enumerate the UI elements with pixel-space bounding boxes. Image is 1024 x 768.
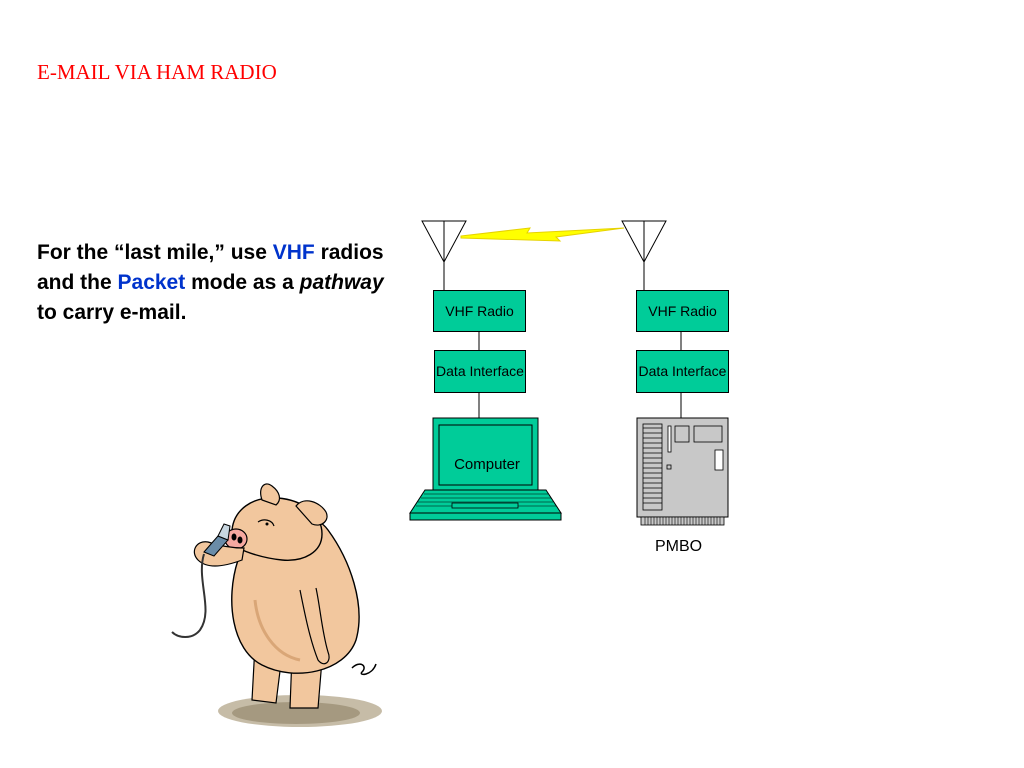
laptop-computer-icon (409, 417, 562, 521)
connector-lines (478, 332, 682, 418)
body-text-part1: For the “last mile,” use (37, 241, 273, 264)
left-vhf-radio-box: VHF Radio (433, 290, 526, 332)
left-data-interface-box: Data Interface (434, 350, 526, 393)
pathway-emphasis: pathway (299, 271, 384, 294)
right-vhf-radio-box: VHF Radio (636, 290, 729, 332)
body-text-part2: radios and the (37, 241, 384, 294)
packet-highlight: Packet (117, 271, 186, 294)
pmbo-label: PMBO (655, 538, 703, 555)
pig-with-microphone-icon (171, 483, 382, 727)
computer-label: Computer (454, 456, 520, 473)
body-text-part4: to carry e-mail. (37, 301, 187, 324)
radio-link-bolt-icon (460, 227, 625, 242)
slide-title: E-MAIL VIA HAM RADIO (37, 60, 277, 84)
left-antenna-icon (421, 220, 467, 290)
right-antenna-icon (621, 220, 667, 290)
pmbo-server-icon (636, 417, 729, 526)
right-data-interface-box: Data Interface (636, 350, 729, 393)
body-text-part3: mode as a (185, 271, 300, 294)
body-text: For the “last mile,” use VHF radios and … (37, 238, 407, 328)
vhf-highlight: VHF (272, 241, 315, 264)
